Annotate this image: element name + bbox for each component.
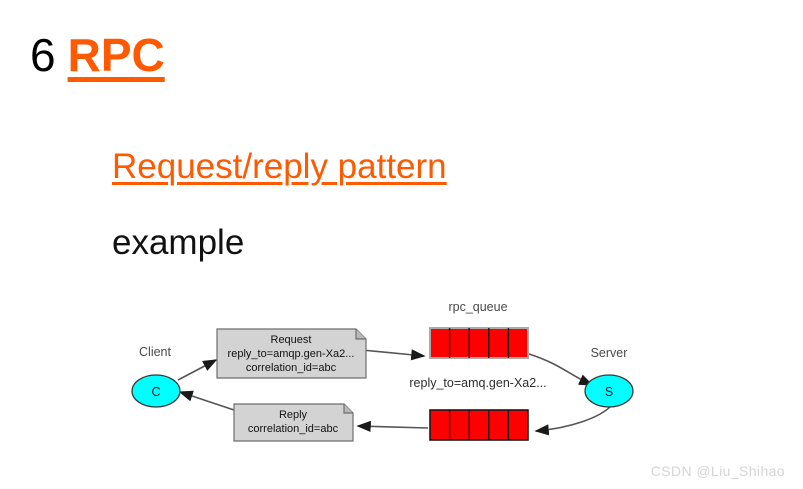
request-note-line-2: correlation_id=abc — [246, 362, 337, 374]
request-note-title: Request — [271, 334, 312, 346]
edge-client-to-request — [177, 359, 218, 381]
edge-request-to-queue — [361, 349, 426, 361]
server-label: Server — [591, 346, 628, 360]
rpc-flow-diagram: Client C Request reply_to=amqp.gen-Xa2..… — [0, 288, 803, 468]
reply-note-fold — [343, 404, 353, 414]
edge-queue-to-server — [528, 353, 594, 386]
rpc-queue-label: rpc_queue — [448, 300, 507, 314]
slide-title: RPC — [67, 29, 165, 81]
rpc-queue: rpc_queue — [429, 300, 529, 359]
edge-server-to-reply-queue — [534, 404, 613, 436]
edge-reply-to-client — [178, 390, 235, 411]
client-ellipse — [131, 374, 181, 408]
server-glyph: S — [605, 385, 613, 399]
subheading: Request/reply pattern — [112, 147, 447, 186]
reply-note-body — [233, 403, 354, 442]
slide-number: 6 — [30, 29, 56, 81]
client-node: Client C — [131, 345, 181, 408]
example-label: example — [112, 223, 245, 262]
reply-queue: reply_to=amq.gen-Xa2... — [409, 376, 547, 441]
request-note: Request reply_to=amqp.gen-Xa2... correla… — [216, 328, 367, 379]
reply-note-title: Reply — [279, 409, 308, 421]
server-ellipse — [584, 374, 634, 408]
reply-queue-body — [429, 409, 529, 441]
reply-note: Reply correlation_id=abc — [233, 403, 354, 442]
request-note-line-1: reply_to=amqp.gen-Xa2... — [228, 348, 355, 360]
reply-note-line-1: correlation_id=abc — [248, 423, 339, 435]
rpc-queue-body — [429, 327, 529, 359]
request-note-body — [216, 328, 367, 379]
edge-reply-queue-to-note — [356, 420, 429, 432]
diagram-edges — [177, 349, 613, 436]
reply-queue-label: reply_to=amq.gen-Xa2... — [409, 376, 546, 390]
watermark: CSDN @Liu_Shihao — [650, 463, 785, 479]
request-note-fold — [355, 329, 366, 340]
client-glyph: C — [151, 385, 160, 399]
client-label: Client — [139, 345, 171, 359]
server-node: Server S — [584, 346, 634, 408]
